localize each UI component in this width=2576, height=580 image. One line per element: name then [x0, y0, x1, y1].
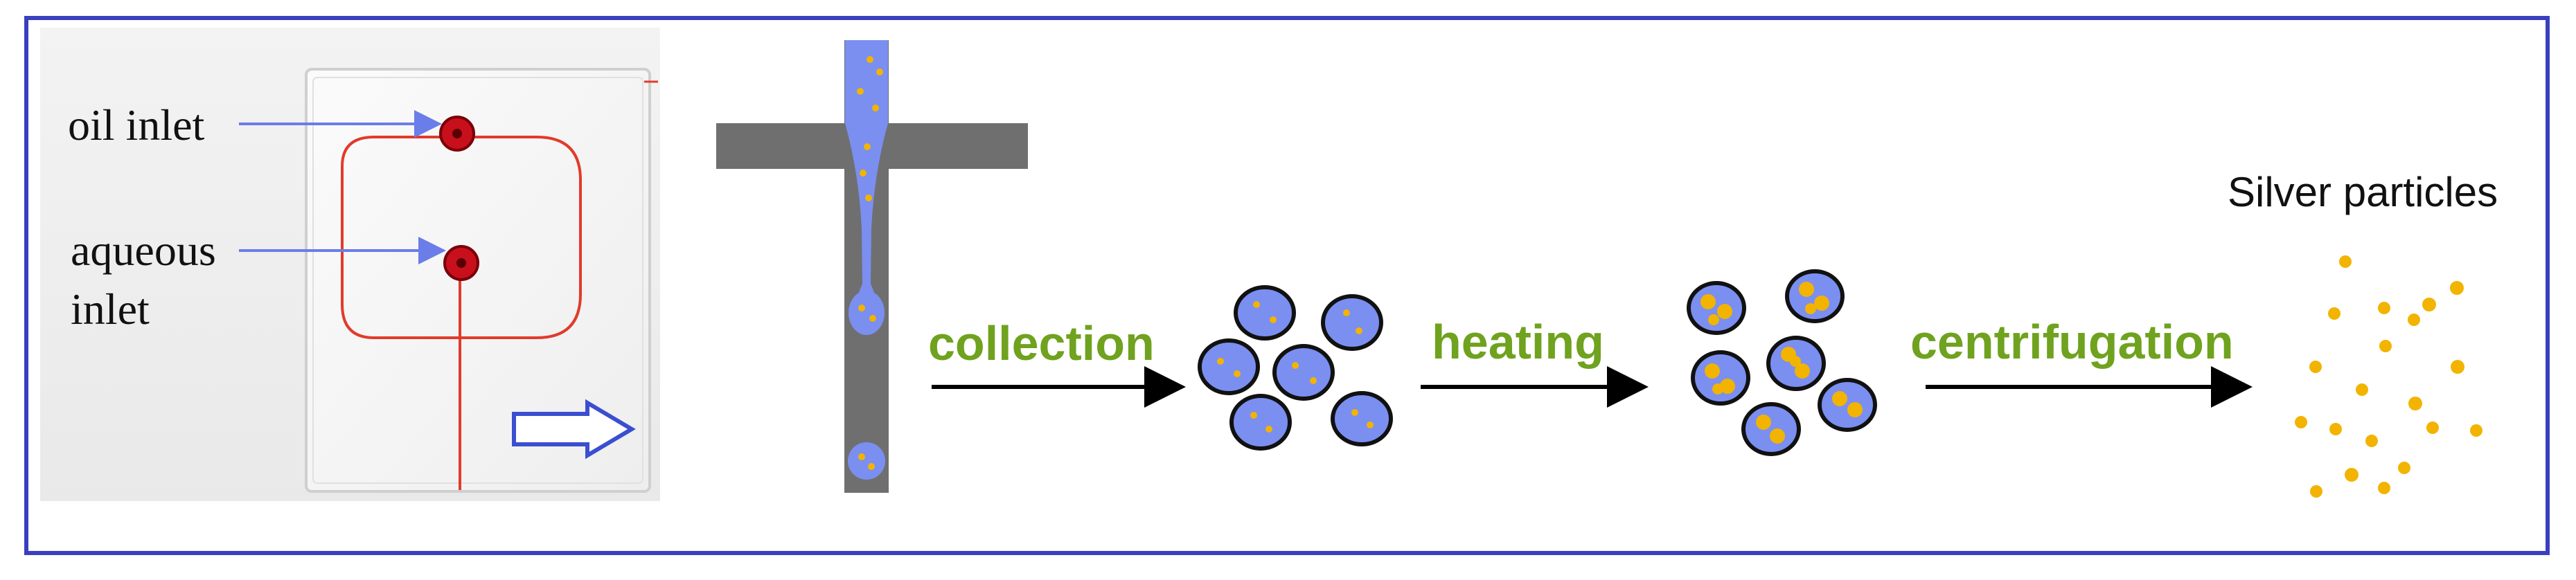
t-junction: [716, 40, 1028, 493]
forming-droplet: [849, 291, 885, 335]
glass-chip: [305, 68, 651, 493]
droplet: [1741, 402, 1801, 456]
aqueous-inlet-label-line2: inlet: [71, 284, 150, 334]
oil-inlet-port-hole: [452, 129, 462, 138]
stream-particles: [857, 56, 883, 470]
aqueous-inlet-label-line1: aqueous: [71, 226, 216, 275]
silver-particles-label: Silver particles: [2228, 169, 2498, 215]
droplet: [1272, 344, 1335, 401]
droplet: [1785, 269, 1845, 323]
droplet: [1229, 394, 1292, 451]
collected-droplets: [1198, 285, 1393, 451]
droplet: [1321, 294, 1383, 351]
droplet: [1818, 378, 1877, 432]
heated-droplets: [1687, 269, 1877, 456]
released-droplet: [848, 442, 885, 480]
glass-chip-edge: [312, 77, 643, 484]
droplet: [1687, 281, 1746, 335]
droplet: [1198, 338, 1260, 395]
silver-particles: [2295, 255, 2482, 498]
channel-loop: [341, 136, 582, 339]
hollow-right-arrow-icon: [512, 399, 636, 460]
chip-photo: oil inlet aqueous inlet: [40, 28, 660, 501]
aqueous-inlet-port-hole: [456, 258, 466, 268]
droplet: [1234, 285, 1296, 341]
step-label-collection: collection: [928, 316, 1155, 370]
droplet: [1691, 350, 1750, 406]
oil-inlet-label: oil inlet: [68, 100, 205, 149]
step-label-heating: heating: [1432, 315, 1604, 369]
step-label-centrifugation: centrifugation: [1910, 315, 2234, 369]
droplet: [1331, 391, 1393, 446]
